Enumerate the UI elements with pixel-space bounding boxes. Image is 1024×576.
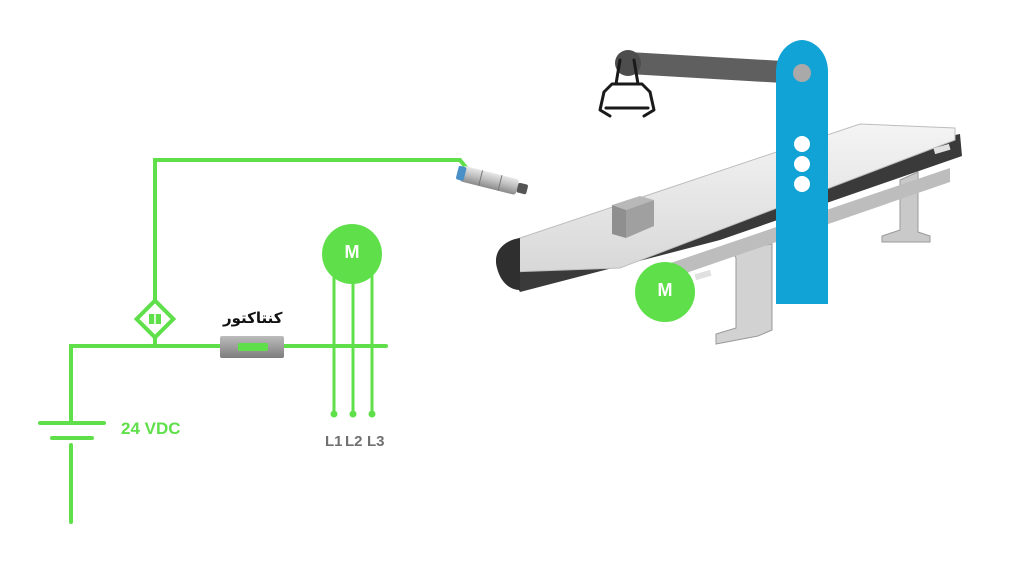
- proximity-sensor-icon: [456, 165, 528, 195]
- battery-symbol: [38, 421, 106, 440]
- phase-label-l2: L2: [345, 433, 363, 450]
- robot-column: [776, 40, 828, 304]
- robot-indicator-3: [794, 176, 810, 192]
- conveyor: [495, 123, 962, 345]
- box-icon: [612, 196, 654, 238]
- motor-label: M: [344, 242, 360, 262]
- sensor-relay-icon: [133, 297, 177, 341]
- conveyor-motor-icon: [635, 262, 695, 322]
- phase-label-l1: L1: [325, 433, 343, 450]
- sensor-signal-wire: [153, 158, 470, 308]
- conveyor-leg-front: [715, 243, 773, 345]
- phase-label-l3: L3: [367, 433, 385, 450]
- robot-indicator-2: [794, 156, 810, 172]
- contactor-label: کنتاکتور: [223, 309, 283, 327]
- three-phase-wires: [332, 266, 374, 414]
- voltage-label: 24 VDC: [121, 419, 181, 438]
- phase-terminals: [330, 410, 376, 418]
- conveyor-motor-label: M: [657, 280, 673, 300]
- gripper-icon: [598, 58, 656, 118]
- robot-arm-bar: [628, 52, 800, 84]
- robot-pivot: [793, 64, 811, 82]
- contactor-symbol: [220, 336, 284, 358]
- robot-indicator-1: [794, 136, 810, 152]
- motor-icon: [322, 224, 382, 284]
